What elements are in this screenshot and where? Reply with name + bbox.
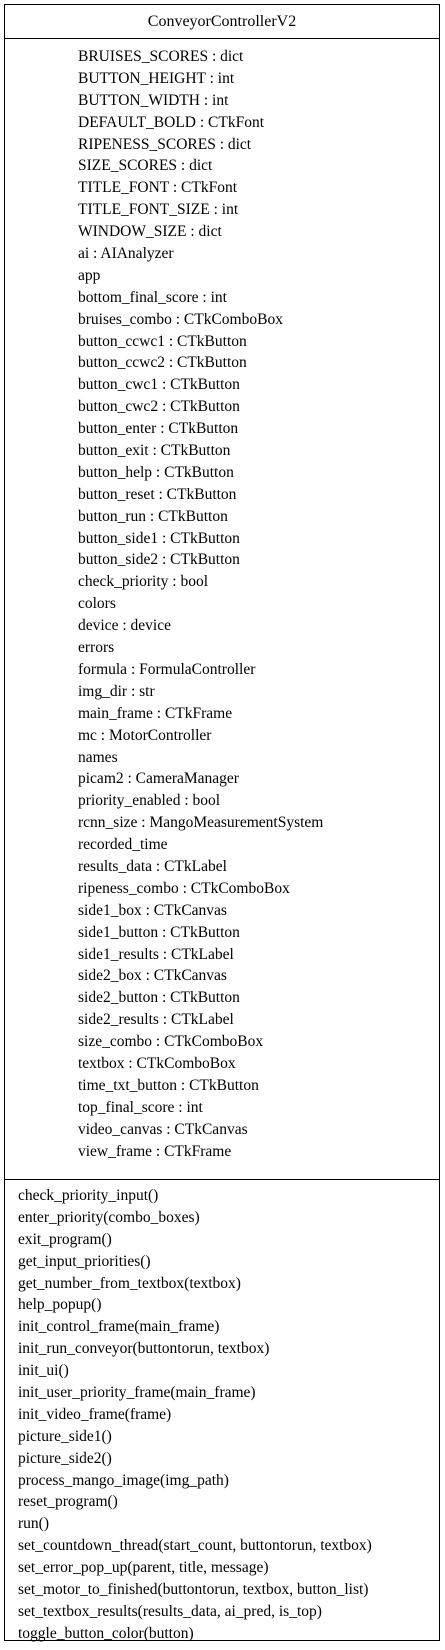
attribute-row: picam2 : CameraManager [78,770,239,788]
attribute-row: button_cwc1 : CTkButton [78,376,240,394]
attribute-row: top_final_score : int [78,1098,203,1116]
attribute-row: BUTTON_WIDTH : int [78,91,229,109]
method-row: check_priority_input() [18,1187,159,1204]
attribute-row: textbox : CTkComboBox [78,1054,236,1072]
attribute-row: bruises_combo : CTkComboBox [78,310,283,328]
attribute-row: side2_results : CTkLabel [78,1011,234,1029]
attribute-row: ai : AIAnalyzer [78,245,174,263]
attribute-row: side2_button : CTkButton [78,989,240,1007]
attribute-row: button_ccwc1 : CTkButton [78,332,247,350]
attribute-row: results_data : CTkLabel [78,857,227,875]
attribute-row: errors [78,639,115,657]
attribute-row: ripeness_combo : CTkComboBox [78,879,290,897]
attribute-row: WINDOW_SIZE : dict [78,223,222,241]
method-row: exit_program() [18,1230,112,1248]
attribute-row: recorded_time [78,836,168,854]
attribute-row: view_frame : CTkFrame [78,1142,232,1160]
attribute-row: main_frame : CTkFrame [78,704,233,722]
method-row: set_motor_to_finished(buttontorun, textb… [18,1581,369,1599]
attribute-row: button_enter : CTkButton [78,420,239,438]
attribute-row: TITLE_FONT_SIZE : int [78,201,239,219]
method-row: run() [18,1515,49,1533]
method-row: init_user_priority_frame(main_frame) [18,1384,256,1402]
method-row: init_video_frame(frame) [18,1405,172,1423]
attribute-row: app [78,266,101,284]
method-row: help_popup() [18,1296,102,1314]
attribute-row: device : device [78,617,171,635]
class-name: ConveyorControllerV2 [5,5,439,39]
uml-class-box: ConveyorControllerV2 BRUISES_SCORES : di… [4,4,440,1642]
attribute-row: BRUISES_SCORES : dict [78,48,244,65]
method-row: enter_priority(combo_boxes) [18,1208,200,1226]
method-row: init_ui() [18,1362,69,1380]
attribute-row: button_exit : CTkButton [78,442,231,460]
attribute-row: colors [78,595,116,613]
attribute-row: bottom_final_score : int [78,288,227,306]
method-row: process_mango_image(img_path) [18,1471,229,1489]
attribute-row: button_ccwc2 : CTkButton [78,354,247,372]
methods-compartment: check_priority_input() enter_priority(com… [5,1180,439,1642]
attribute-row: check_priority : bool [78,573,208,591]
attribute-row: video_canvas : CTkCanvas [78,1120,248,1138]
attribute-row: time_txt_button : CTkButton [78,1076,259,1094]
attribute-row: side1_button : CTkButton [78,923,240,941]
attribute-row: button_side1 : CTkButton [78,529,240,547]
method-row: set_textbox_results(results_data, ai_pre… [18,1602,322,1620]
attribute-row: TITLE_FONT : CTkFont [78,179,238,197]
attribute-row: side1_box : CTkCanvas [78,901,227,919]
method-row: set_error_pop_up(parent, title, message) [18,1559,269,1577]
attribute-row: side1_results : CTkLabel [78,945,234,963]
attribute-row: names [78,748,118,766]
method-row: toggle_button_color(button) [18,1624,194,1642]
attribute-row: BUTTON_HEIGHT : int [78,69,235,87]
method-row: get_number_from_textbox(textbox) [18,1274,241,1292]
attribute-row: side2_box : CTkCanvas [78,967,227,985]
attribute-row: button_side2 : CTkButton [78,551,240,569]
method-row: reset_program() [18,1493,118,1511]
attribute-row: RIPENESS_SCORES : dict [78,135,252,153]
method-row: init_run_conveyor(buttontorun, textbox) [18,1340,270,1358]
attribute-row: mc : MotorController [78,726,212,744]
attribute-row: formula : FormulaController [78,660,256,678]
method-row: set_countdown_thread(start_count, button… [18,1537,372,1555]
attribute-row: SIZE_SCORES : dict [78,157,213,175]
attribute-row: button_reset : CTkButton [78,485,237,503]
attribute-row: img_dir : str [78,682,155,700]
method-row: init_control_frame(main_frame) [18,1318,220,1336]
attribute-row: button_cwc2 : CTkButton [78,398,240,416]
attribute-row: DEFAULT_BOLD : CTkFont [78,113,265,131]
attribute-row: priority_enabled : bool [78,792,221,810]
attribute-row: rcnn_size : MangoMeasurementSystem [78,814,324,832]
method-row: picture_side1() [18,1427,112,1445]
attribute-row: button_run : CTkButton [78,507,228,525]
method-row: get_input_priorities() [18,1252,151,1270]
attribute-row: size_combo : CTkComboBox [78,1033,264,1051]
method-row: picture_side2() [18,1449,112,1467]
attribute-row: button_help : CTkButton [78,463,234,481]
